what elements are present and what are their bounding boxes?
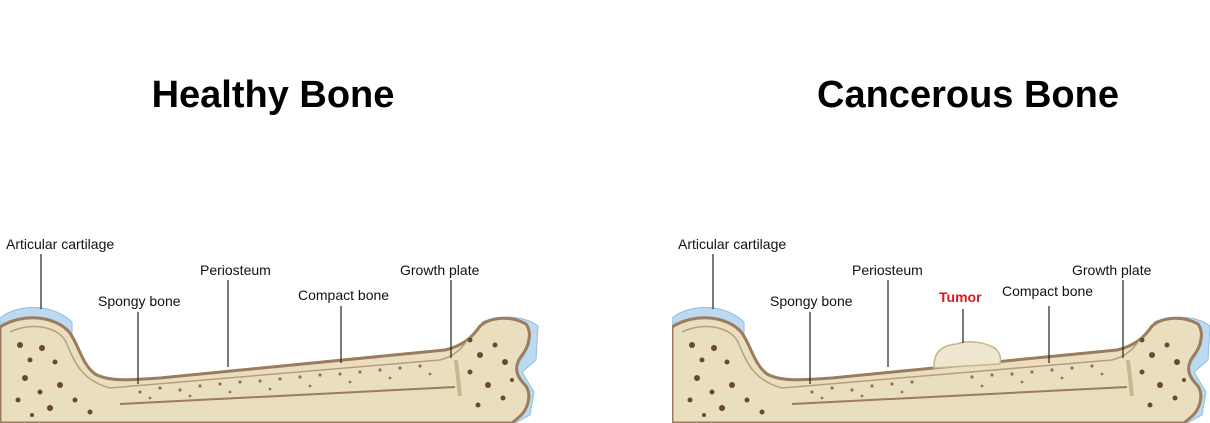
label-spongy-bone: Spongy bone (770, 293, 853, 309)
healthy-bone-illustration (0, 254, 539, 423)
spongy-texture (15, 337, 514, 417)
label-spongy-bone: Spongy bone (98, 293, 181, 309)
cancerous-bone-title: Cancerous Bone (817, 74, 1119, 116)
bone-shape (0, 316, 531, 423)
label-periosteum: Periosteum (852, 262, 923, 278)
healthy-bone-title: Healthy Bone (151, 74, 395, 116)
bone-shape (672, 316, 1203, 423)
healthy-bone-panel: Articular cartilage Spongy bone Perioste… (0, 0, 560, 423)
label-growth-plate: Growth plate (1072, 262, 1152, 278)
label-periosteum: Periosteum (200, 262, 271, 278)
label-compact-bone: Compact bone (298, 287, 390, 303)
label-articular-cartilage: Articular cartilage (678, 236, 787, 252)
spongy-texture (687, 337, 1186, 417)
label-tumor: Tumor (939, 289, 982, 305)
label-growth-plate: Growth plate (400, 262, 480, 278)
tumor-shape (933, 341, 1002, 369)
cancerous-bone-panel: Articular cartilage Spongy bone Perioste… (672, 0, 1210, 423)
label-articular-cartilage: Articular cartilage (6, 236, 115, 252)
label-compact-bone: Compact bone (1002, 283, 1094, 299)
cancerous-bone-illustration (672, 254, 1210, 423)
